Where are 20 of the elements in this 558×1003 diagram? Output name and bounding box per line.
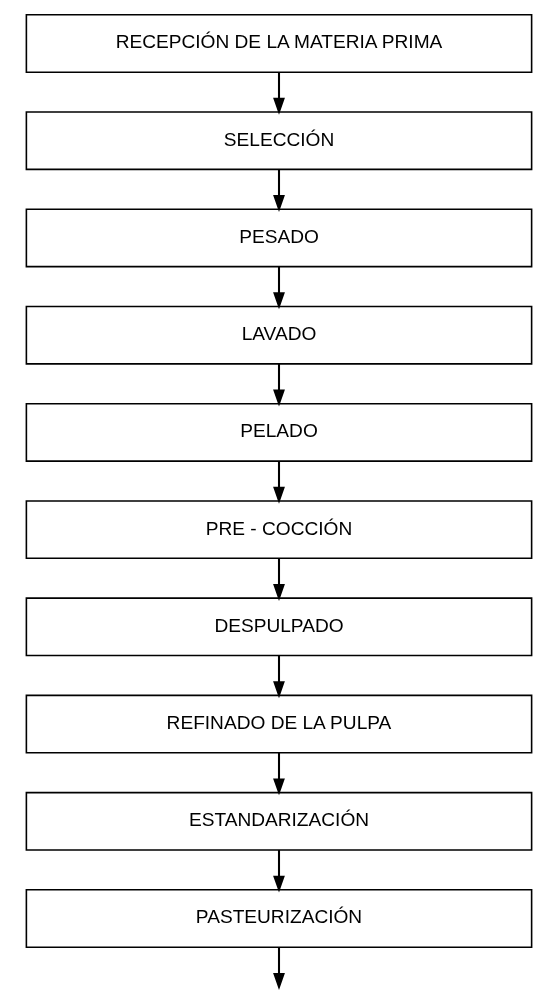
node-box: ESTANDARIZACIÓN — [25, 791, 533, 851]
node-box: PELADO — [25, 402, 533, 462]
node-box: REFINADO DE LA PULPA — [25, 694, 533, 754]
arrow — [273, 266, 285, 310]
node-box: PRE - COCCIÓN — [25, 500, 533, 560]
arrow — [273, 72, 285, 115]
node-box: SELECCIÓN — [25, 111, 533, 171]
node-box: PASTEURIZACIÓN — [25, 889, 533, 948]
arrow — [273, 169, 285, 213]
arrow — [273, 558, 285, 601]
node-box: DESPULPADO — [25, 597, 533, 657]
arrow — [273, 947, 285, 990]
node-box: PESADO — [25, 208, 533, 268]
node-box: RECEPCIÓN DE LA MATERIA PRIMA — [25, 14, 533, 73]
arrow — [273, 655, 285, 699]
arrow — [273, 850, 285, 893]
arrow — [273, 461, 285, 504]
arrow — [273, 363, 285, 407]
arrow — [273, 752, 285, 796]
node-box: LAVADO — [25, 305, 533, 365]
